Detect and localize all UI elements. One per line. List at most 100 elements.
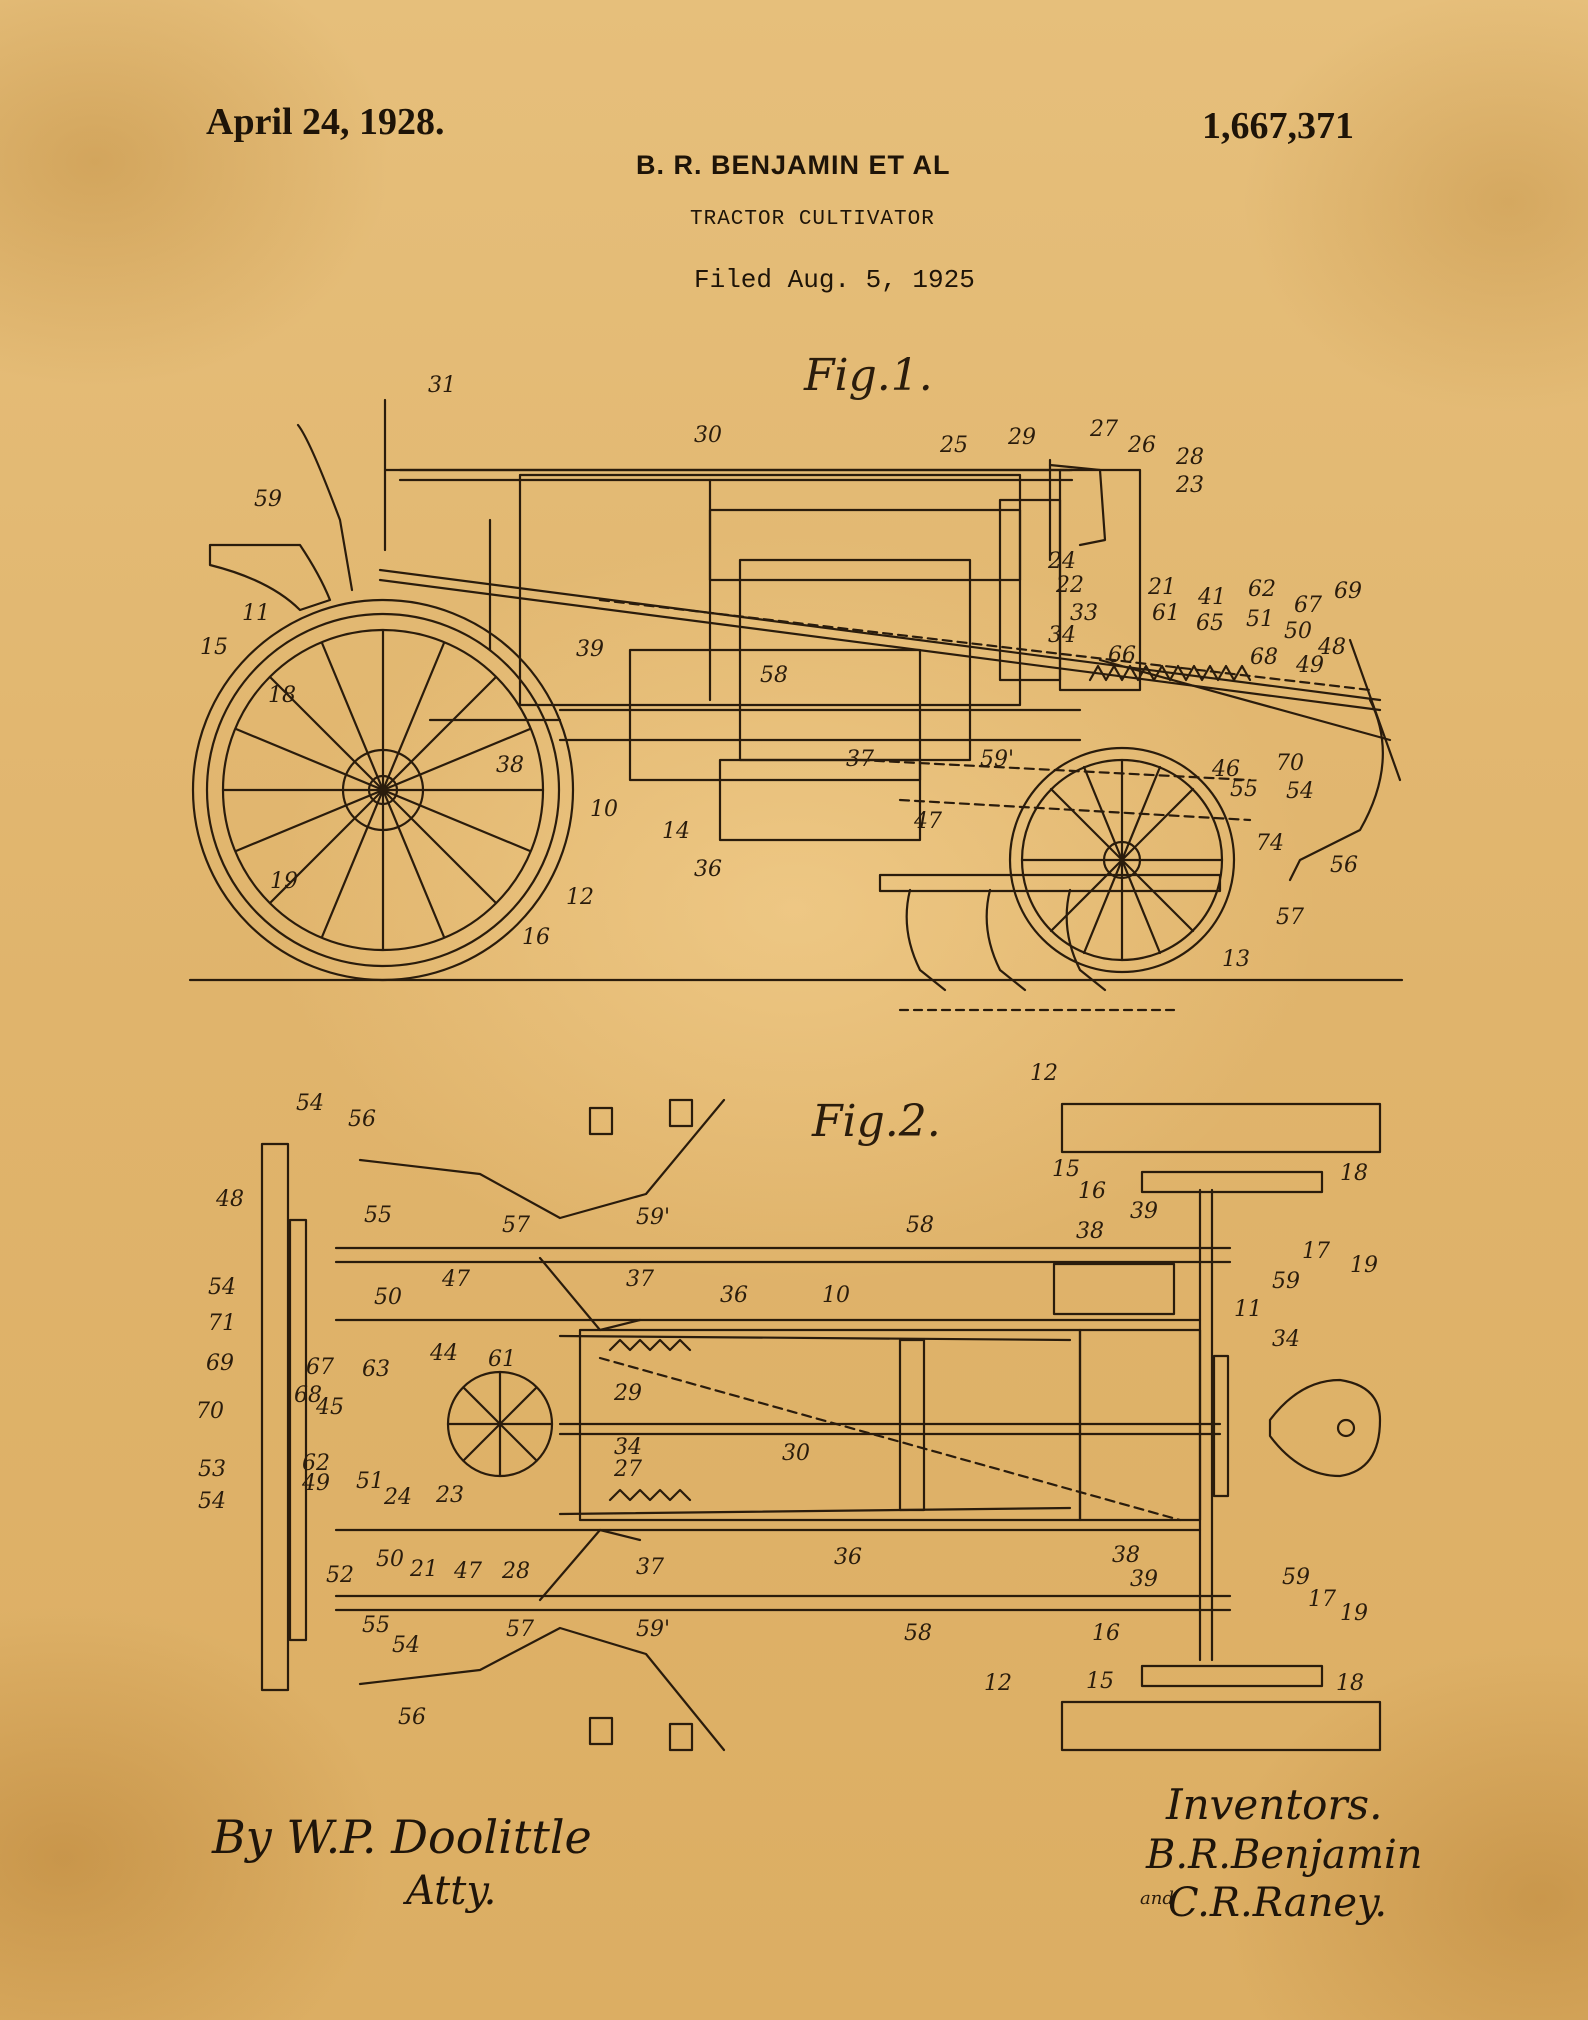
- svg-text:67: 67: [306, 1355, 334, 1380]
- svg-text:46: 46: [1211, 757, 1240, 782]
- svg-text:41: 41: [1197, 585, 1226, 610]
- svg-text:65: 65: [1196, 611, 1224, 636]
- svg-text:56: 56: [398, 1705, 426, 1730]
- signature-conjunction: and: [1140, 1888, 1174, 1909]
- svg-text:58: 58: [906, 1213, 934, 1238]
- svg-text:47: 47: [453, 1559, 482, 1584]
- svg-text:50: 50: [376, 1547, 404, 1572]
- svg-text:58: 58: [904, 1621, 932, 1646]
- svg-text:12: 12: [566, 885, 594, 910]
- svg-text:30: 30: [782, 1441, 810, 1466]
- svg-text:11: 11: [1234, 1297, 1262, 1322]
- svg-text:22: 22: [1055, 573, 1084, 598]
- svg-text:23: 23: [435, 1483, 464, 1508]
- svg-text:55: 55: [364, 1203, 392, 1228]
- svg-text:49: 49: [301, 1471, 330, 1496]
- svg-text:38: 38: [1112, 1543, 1140, 1568]
- svg-text:12: 12: [984, 1671, 1012, 1696]
- svg-text:59: 59: [1272, 1269, 1300, 1294]
- fig2-reference-numerals: 54 56 12 48 55 57 59' 15 16 18 39 58 38 17 19 59…: [196, 1061, 1378, 1730]
- svg-text:48: 48: [215, 1187, 244, 1212]
- svg-text:19: 19: [270, 869, 298, 894]
- svg-text:29: 29: [1007, 425, 1036, 450]
- svg-text:63: 63: [362, 1357, 390, 1382]
- svg-text:16: 16: [1092, 1621, 1120, 1646]
- svg-text:59: 59: [1282, 1565, 1310, 1590]
- svg-text:25: 25: [939, 433, 968, 458]
- svg-text:69: 69: [1334, 579, 1362, 604]
- svg-text:26: 26: [1127, 433, 1156, 458]
- svg-text:56: 56: [348, 1107, 376, 1132]
- svg-text:68: 68: [294, 1383, 322, 1408]
- inventors-label: Inventors.: [1166, 1780, 1383, 1829]
- fig2-label: Fig.2.: [812, 1096, 941, 1147]
- svg-text:66: 66: [1108, 643, 1136, 668]
- svg-text:16: 16: [522, 925, 550, 950]
- svg-text:36: 36: [720, 1283, 748, 1308]
- svg-text:54: 54: [296, 1091, 324, 1116]
- svg-text:59': 59': [636, 1617, 670, 1642]
- svg-text:15: 15: [1052, 1157, 1080, 1182]
- svg-text:69: 69: [206, 1351, 234, 1376]
- svg-text:34: 34: [1048, 623, 1076, 648]
- svg-text:57: 57: [1276, 905, 1304, 930]
- svg-text:39: 39: [1130, 1199, 1158, 1224]
- svg-text:44: 44: [429, 1341, 458, 1366]
- svg-text:47: 47: [913, 809, 942, 834]
- svg-text:17: 17: [1308, 1587, 1336, 1612]
- svg-text:31: 31: [428, 373, 456, 398]
- svg-text:59: 59: [254, 487, 282, 512]
- svg-text:12: 12: [1030, 1061, 1058, 1086]
- svg-text:33: 33: [1070, 601, 1098, 626]
- svg-text:36: 36: [834, 1545, 862, 1570]
- patent-number: 1,667,371: [1202, 105, 1354, 147]
- svg-text:34: 34: [1272, 1327, 1300, 1352]
- svg-text:16: 16: [1078, 1179, 1106, 1204]
- svg-text:24: 24: [1047, 549, 1076, 574]
- svg-text:28: 28: [501, 1559, 530, 1584]
- svg-text:70: 70: [1276, 751, 1304, 776]
- svg-text:57: 57: [506, 1617, 534, 1642]
- svg-text:55: 55: [362, 1613, 390, 1638]
- svg-text:15: 15: [200, 635, 228, 660]
- svg-text:61: 61: [1152, 601, 1180, 626]
- svg-text:59': 59': [980, 747, 1014, 772]
- svg-text:61: 61: [488, 1347, 516, 1372]
- svg-text:19: 19: [1350, 1253, 1378, 1278]
- attorney-title: Atty.: [406, 1868, 497, 1914]
- svg-text:54: 54: [208, 1275, 236, 1300]
- svg-text:70: 70: [196, 1399, 224, 1424]
- svg-text:45: 45: [315, 1395, 344, 1420]
- fig1-label: Fig.1.: [804, 350, 933, 401]
- svg-text:21: 21: [1147, 575, 1176, 600]
- svg-text:62: 62: [302, 1451, 330, 1476]
- svg-text:29: 29: [613, 1381, 642, 1406]
- svg-text:11: 11: [242, 601, 270, 626]
- filed-date: Filed Aug. 5, 1925: [694, 265, 975, 295]
- svg-text:74: 74: [1256, 831, 1284, 856]
- svg-text:48: 48: [1317, 635, 1346, 660]
- svg-text:14: 14: [662, 819, 690, 844]
- svg-text:47: 47: [441, 1267, 470, 1292]
- svg-text:38: 38: [1076, 1219, 1104, 1244]
- svg-text:51: 51: [356, 1469, 384, 1494]
- svg-text:10: 10: [822, 1283, 850, 1308]
- svg-text:28: 28: [1175, 445, 1204, 470]
- svg-text:39: 39: [576, 637, 604, 662]
- svg-text:59': 59': [636, 1205, 670, 1230]
- svg-text:53: 53: [198, 1457, 226, 1482]
- svg-text:10: 10: [590, 797, 618, 822]
- svg-text:57: 57: [502, 1213, 530, 1238]
- svg-text:19: 19: [1340, 1601, 1368, 1626]
- svg-text:39: 39: [1130, 1567, 1158, 1592]
- svg-text:15: 15: [1086, 1669, 1114, 1694]
- svg-text:49: 49: [1295, 653, 1324, 678]
- svg-text:38: 38: [496, 753, 524, 778]
- svg-text:18: 18: [1340, 1161, 1368, 1186]
- svg-text:55: 55: [1230, 777, 1258, 802]
- svg-text:54: 54: [1286, 779, 1314, 804]
